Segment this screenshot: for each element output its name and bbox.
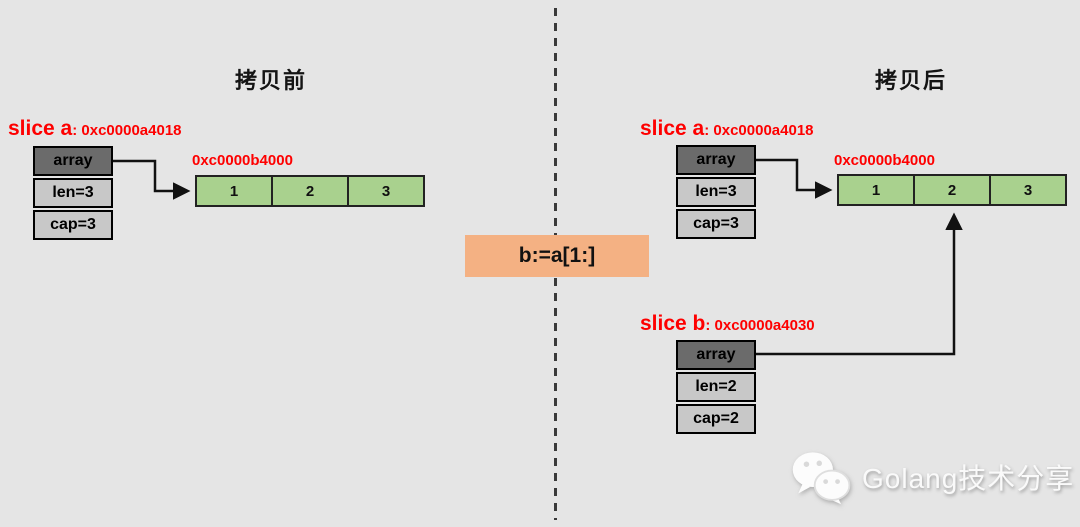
- struct-field-len: len=3: [33, 178, 113, 208]
- struct-field-cap: cap=2: [676, 404, 756, 434]
- after-slice-a-name: slice a: [640, 117, 705, 140]
- watermark: Golang技术分享: [790, 448, 1074, 506]
- code-box: b:=a[1:]: [465, 235, 649, 277]
- after-slice-b-label: slice b: 0xc0000a4030: [640, 312, 815, 336]
- array-cell: 2: [913, 174, 991, 206]
- before-backing-array: 1 2 3: [195, 175, 425, 207]
- after-slice-a-struct: array len=3 cap=3: [676, 145, 756, 241]
- array-cell: 1: [837, 174, 915, 206]
- after-slice-b-address: : 0xc0000a4030: [705, 317, 815, 334]
- struct-field-array: array: [676, 340, 756, 370]
- before-slice-a-label: slice a: 0xc0000a4018: [8, 117, 182, 141]
- struct-field-len: len=3: [676, 177, 756, 207]
- before-slice-a-address: : 0xc0000a4018: [72, 122, 182, 139]
- title-before-copy: 拷贝前: [234, 68, 307, 93]
- before-slice-a-name: slice a: [8, 117, 73, 140]
- wechat-icon: [792, 452, 851, 505]
- after-slice-b-name: slice b: [640, 312, 706, 335]
- struct-field-cap: cap=3: [676, 209, 756, 239]
- after-slice-b-struct: array len=2 cap=2: [676, 340, 756, 436]
- array-cell: 3: [347, 175, 425, 207]
- before-slice-a-struct: array len=3 cap=3: [33, 146, 113, 242]
- title-after-copy: 拷贝后: [874, 68, 947, 93]
- after-backing-array: 1 2 3: [837, 174, 1067, 206]
- after-array-address: 0xc0000b4000: [834, 152, 935, 169]
- before-array-address: 0xc0000b4000: [192, 152, 293, 169]
- arrow-before-slice-a-to-array: [113, 159, 191, 200]
- struct-field-array: array: [33, 146, 113, 176]
- array-cell: 3: [989, 174, 1067, 206]
- after-slice-a-label: slice a: 0xc0000a4018: [640, 117, 814, 141]
- struct-field-array: array: [676, 145, 756, 175]
- array-cell: 2: [271, 175, 349, 207]
- watermark-text: Golang技术分享: [862, 463, 1075, 494]
- array-cell: 1: [195, 175, 273, 207]
- arrow-after-slice-a-to-array: [755, 158, 833, 199]
- after-slice-a-address: : 0xc0000a4018: [704, 122, 814, 139]
- struct-field-len: len=2: [676, 372, 756, 402]
- struct-field-cap: cap=3: [33, 210, 113, 240]
